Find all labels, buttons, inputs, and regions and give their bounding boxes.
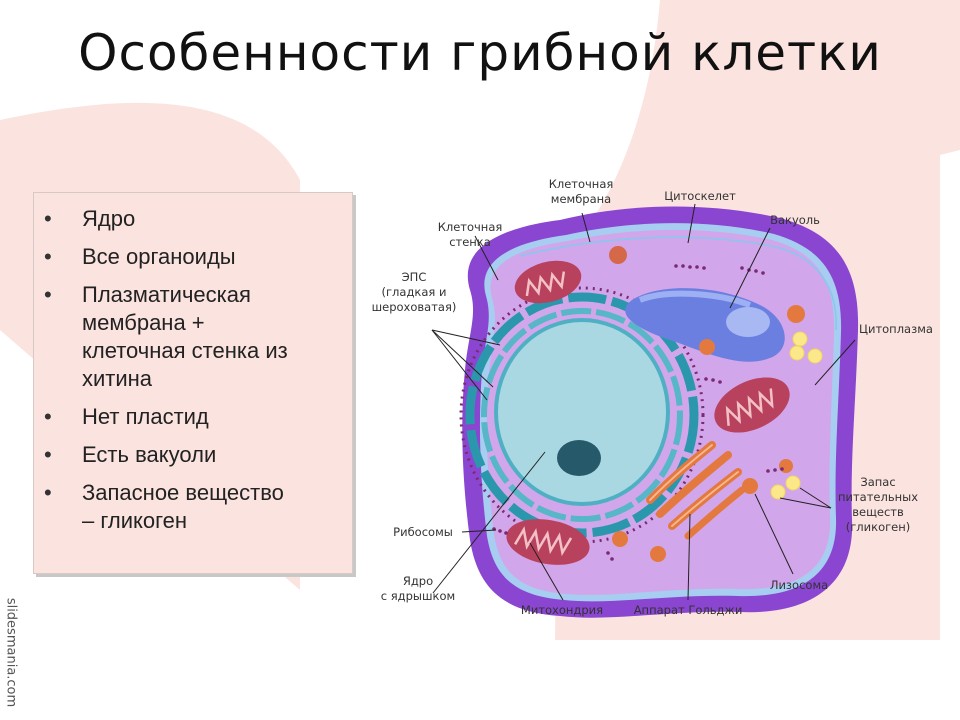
bullet-line: Есть вакуоли (82, 442, 217, 467)
label-line: Ядро (403, 574, 433, 588)
label-line: Запас (860, 475, 895, 489)
label-cytoskeleton: Цитоскелет (664, 189, 736, 203)
vacuole (625, 288, 785, 362)
label-lysosome: Лизосома (770, 578, 828, 592)
mitochondrion-top (514, 260, 582, 304)
organelle-dot (609, 246, 627, 264)
bullet-line: Запасное вещество (82, 480, 284, 505)
glycogen-granules (770, 331, 823, 500)
bullet-item: Запасное вещество – гликоген (34, 479, 338, 535)
er-middle-ring (481, 308, 683, 522)
label-line: Вакуоль (770, 213, 820, 227)
label-line: стенка (449, 235, 491, 249)
ribosome-clusters (492, 264, 784, 561)
label-line: Митохондрия (521, 603, 603, 617)
label-mitochondrion: Митохондрия (521, 603, 603, 617)
label-line: мембрана (551, 192, 611, 206)
bullet-line: – гликоген (82, 508, 188, 533)
bullet-item: Нет пластид (34, 403, 338, 431)
bullet-line: Плазматическая (82, 282, 251, 307)
organelle-dot (787, 305, 805, 323)
bullet-line: Все органоиды (82, 244, 236, 269)
organelle-dot (612, 531, 628, 547)
bullet-line: Нет пластид (82, 404, 209, 429)
label-line: Клеточная (438, 220, 503, 234)
slide-title: Особенности грибной клетки (78, 24, 882, 82)
label-cytoplasm: Цитоплазма (859, 322, 933, 336)
label-golgi: Аппарат Гольджи (634, 603, 743, 617)
label-line: Лизосома (770, 578, 828, 592)
bullet-item: Плазматическая мембрана + клеточная стенка… (34, 281, 338, 393)
mitochondrion-right (714, 377, 790, 433)
label-line: Аппарат Гольджи (634, 603, 743, 617)
background-blob-top-right (930, 48, 960, 150)
label-line: (гликоген) (846, 520, 910, 534)
label-line: шероховатая) (372, 300, 457, 314)
bullet-item: Ядро (34, 205, 338, 233)
vacuole-highlight (638, 290, 752, 308)
bullet-line: клеточная стенка из (82, 338, 288, 363)
nucleus (494, 318, 670, 506)
organelle-dot (779, 459, 793, 473)
golgi-apparatus (646, 441, 746, 540)
bullet-line: Ядро (82, 206, 136, 231)
mitochondrion-bottom (506, 519, 590, 565)
bullet-line: хитина (82, 366, 153, 391)
er-ribosome-ring (459, 286, 705, 544)
label-line: с ядрышком (381, 589, 455, 603)
label-line: (гладкая и (382, 285, 447, 299)
lysosome (742, 478, 758, 494)
organelle-dot (699, 339, 715, 355)
bullet-list: ЯдроВсе органоидыПлазматическая мембрана … (34, 193, 352, 535)
label-line: Цитоскелет (664, 189, 736, 203)
label-line: веществ (852, 505, 904, 519)
leader-lines (431, 203, 856, 601)
label-line: Клеточная (549, 177, 614, 191)
organelle-dot (650, 546, 666, 562)
bullet-line: мембрана + (82, 310, 205, 335)
nucleolus (557, 440, 601, 476)
bullet-item: Все органоиды (34, 243, 338, 271)
vacuole-inner (726, 307, 770, 337)
label-ribosomes: Рибосомы (393, 525, 453, 539)
bullet-item: Есть вакуоли (34, 441, 338, 469)
label-line: Цитоплазма (859, 322, 933, 336)
er-outer-ring (465, 292, 699, 538)
label-vacuole: Вакуоль (770, 213, 820, 227)
cytoskeleton-line (519, 236, 837, 331)
bullet-text-box: ЯдроВсе органоидыПлазматическая мембрана … (33, 192, 353, 574)
label-line: Рибосомы (393, 525, 453, 539)
label-line: ЭПС (402, 270, 427, 284)
label-line: питательных (838, 490, 918, 504)
